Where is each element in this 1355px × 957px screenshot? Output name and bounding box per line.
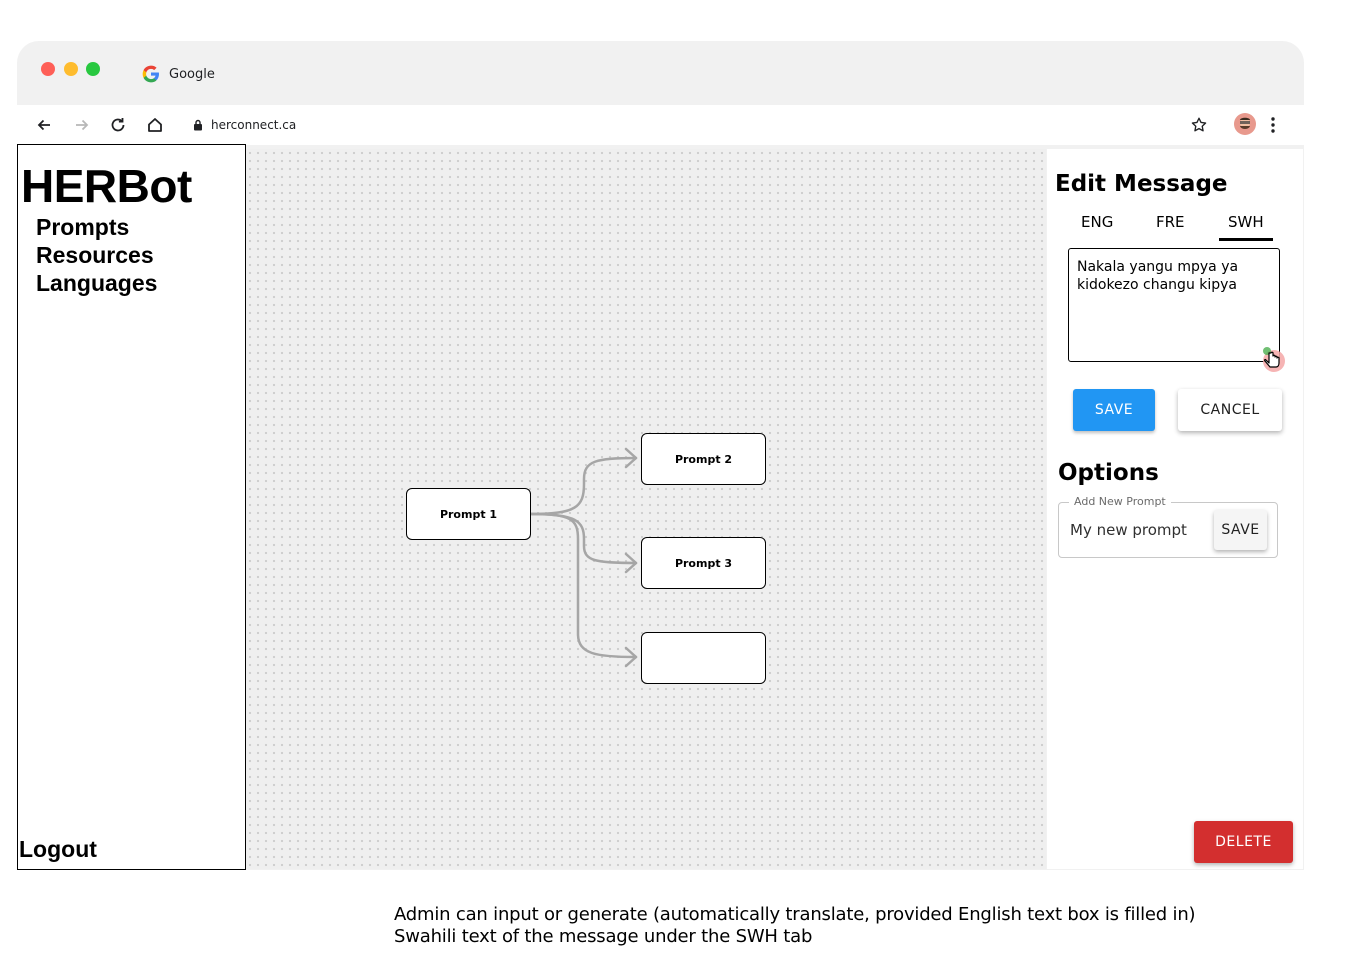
caption-line-1: Admin can input or generate (automatical… — [394, 904, 1196, 925]
logout-link[interactable]: Logout — [19, 836, 97, 862]
add-new-prompt-field[interactable]: Add New Prompt My new prompt SAVE — [1058, 495, 1278, 558]
menu-dots-icon[interactable] — [1261, 113, 1285, 137]
minimize-window-button[interactable] — [64, 62, 78, 76]
message-text: Nakala yangu mpya ya kidokezo changu kip… — [1077, 259, 1239, 293]
address-bar[interactable]: herconnect.ca — [193, 115, 296, 135]
brand-title: HERBot — [21, 160, 192, 212]
back-arrow-icon[interactable] — [32, 113, 56, 137]
hand-cursor-icon — [1263, 347, 1285, 372]
tab-swh[interactable]: SWH — [1219, 213, 1273, 241]
arrowhead-prompt3 — [624, 552, 638, 574]
arrowhead-prompt2 — [624, 447, 638, 469]
home-icon[interactable] — [143, 113, 167, 137]
caption-line-2: Swahili text of the message under the SW… — [394, 926, 813, 947]
sidebar-nav: Prompts Resources Languages — [36, 213, 157, 297]
edit-message-title: Edit Message — [1055, 171, 1228, 197]
flow-node-prompt-1[interactable]: Prompt 1 — [406, 488, 531, 540]
arrowhead-empty — [624, 646, 638, 668]
sidebar-item-languages[interactable]: Languages — [36, 270, 158, 296]
message-textarea[interactable]: Nakala yangu mpya ya kidokezo changu kip… — [1068, 248, 1280, 362]
sidebar: HERBot Prompts Resources Languages Logou… — [17, 144, 246, 870]
tab-title: Google — [169, 66, 215, 82]
url-text: herconnect.ca — [211, 118, 297, 132]
sidebar-item-resources[interactable]: Resources — [36, 242, 154, 268]
flow-edges — [529, 447, 638, 668]
add-new-prompt-label: Add New Prompt — [1069, 495, 1171, 508]
lock-icon — [194, 119, 202, 131]
add-prompt-save-button[interactable]: SAVE — [1214, 510, 1267, 550]
profile-avatar[interactable] — [1234, 113, 1256, 135]
edge-prompt1-prompt3 — [529, 512, 638, 565]
add-new-prompt-input[interactable]: My new prompt — [1070, 521, 1187, 539]
tab-fre[interactable]: FRE — [1156, 213, 1185, 231]
tab-eng[interactable]: ENG — [1081, 213, 1114, 231]
flow-canvas[interactable]: Prompt 1 Prompt 2 Prompt 3 — [246, 149, 1046, 869]
star-icon[interactable] — [1187, 113, 1211, 137]
reload-icon[interactable] — [106, 113, 130, 137]
sidebar-item-prompts[interactable]: Prompts — [36, 214, 130, 240]
cancel-button[interactable]: CANCEL — [1178, 389, 1282, 431]
edit-panel: Edit Message ENG FRE SWH Nakala yangu mp… — [1047, 149, 1303, 869]
flow-node-prompt-3[interactable]: Prompt 3 — [641, 537, 766, 589]
delete-button[interactable]: DELETE — [1194, 821, 1293, 863]
edge-prompt1-prompt2 — [529, 456, 638, 516]
browser-tab[interactable]: Google — [127, 53, 365, 95]
save-button[interactable]: SAVE — [1073, 389, 1155, 431]
forward-arrow-icon[interactable] — [70, 113, 94, 137]
edge-prompt1-empty — [529, 512, 638, 659]
annotation-caption: Admin can input or generate (automatical… — [394, 904, 1196, 948]
close-window-button[interactable] — [41, 62, 55, 76]
browser-toolbar: herconnect.ca — [17, 105, 1304, 145]
maximize-window-button[interactable] — [86, 62, 100, 76]
flow-node-empty[interactable] — [641, 632, 766, 684]
options-title: Options — [1058, 460, 1159, 486]
google-icon — [142, 65, 159, 83]
flow-node-prompt-2[interactable]: Prompt 2 — [641, 433, 766, 485]
language-tabs: ENG FRE SWH — [1067, 207, 1282, 241]
